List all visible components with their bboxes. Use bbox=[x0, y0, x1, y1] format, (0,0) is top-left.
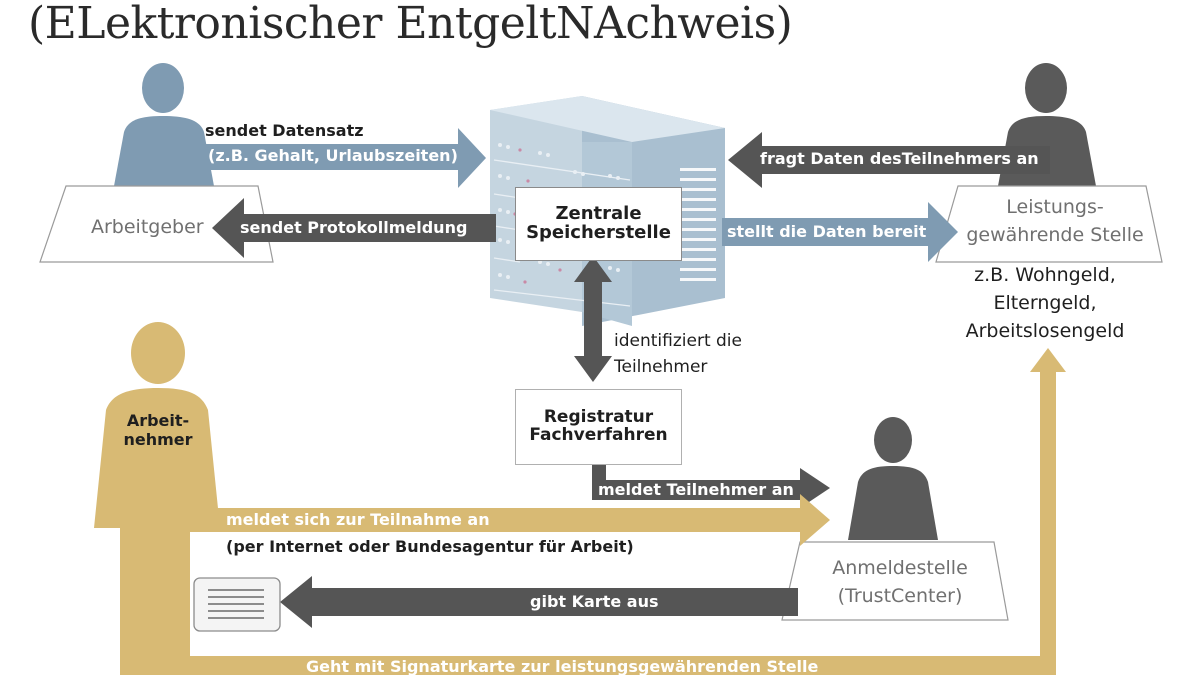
registry-node: Registratur Fachverfahren bbox=[515, 389, 682, 465]
employer-person-icon bbox=[114, 63, 214, 186]
identify-label-line2: Teilnehmer bbox=[614, 357, 708, 377]
send-dataset-arrow bbox=[206, 128, 486, 188]
send-dataset-label-line1: sendet Datensatz bbox=[205, 121, 364, 140]
central-storage-node: Zentrale Speicherstelle bbox=[515, 187, 682, 261]
benefit-example-line2: Elterngeld, bbox=[993, 292, 1097, 314]
provide-data-label: stellt die Daten bereit bbox=[727, 222, 927, 241]
registration-node bbox=[781, 541, 1009, 621]
diagram-title: (ELektronischer EntgeltNAchweis) bbox=[28, 0, 793, 49]
central-storage-label-line1: Zentrale bbox=[555, 203, 642, 225]
register-label-line2: (per Internet oder Bundesagentur für Arb… bbox=[226, 537, 634, 556]
central-storage-label-line2: Speicherstelle bbox=[526, 222, 671, 243]
register-label-line1: meldet sich zur Teilnahme an bbox=[226, 510, 490, 529]
employee-person-icon bbox=[94, 322, 220, 675]
report-participant-label: meldet Teilnehmer an bbox=[598, 480, 794, 499]
benefit-example-line1: z.B. Wohngeld, bbox=[974, 264, 1116, 286]
go-with-card-arrow-up bbox=[1030, 348, 1066, 675]
employer-label: Arbeitgeber bbox=[91, 216, 204, 238]
identify-arrow bbox=[574, 256, 612, 382]
report-participant-arrow bbox=[592, 464, 830, 508]
identify-label-line1: identifiziert die bbox=[614, 331, 742, 351]
registry-label-line2: Fachverfahren bbox=[529, 425, 668, 445]
query-data-arrow bbox=[728, 132, 1050, 188]
employee-label-line2: nehmer bbox=[123, 430, 193, 449]
registration-person-icon bbox=[848, 417, 938, 540]
signature-card-icon bbox=[193, 577, 281, 632]
employer-node bbox=[39, 185, 274, 263]
register-arrow bbox=[190, 494, 830, 546]
benefit-office-label-line2: gewährende Stelle bbox=[966, 224, 1144, 246]
provide-data-arrow bbox=[722, 202, 958, 262]
registry-label-line1: Registratur bbox=[543, 407, 654, 428]
benefit-office-label-line1: Leistungs- bbox=[1006, 196, 1104, 218]
send-dataset-label-line2: (z.B. Gehalt, Urlaubszeiten) bbox=[208, 146, 458, 165]
issue-card-label: gibt Karte aus bbox=[530, 592, 659, 611]
query-data-label: fragt Daten desTeilnehmers an bbox=[760, 149, 1039, 168]
send-protocol-label: sendet Protokollmeldung bbox=[240, 218, 468, 237]
go-with-card-label: Geht mit Signaturkarte zur leistungsgewä… bbox=[306, 657, 819, 675]
benefit-example-line3: Arbeitslosengeld bbox=[965, 320, 1125, 342]
employee-label-line1: Arbeit- bbox=[126, 411, 190, 430]
issue-card-arrow bbox=[280, 576, 798, 628]
go-with-card-band bbox=[120, 656, 1056, 675]
registration-label-line2: (TrustCenter) bbox=[837, 585, 963, 607]
send-protocol-arrow bbox=[212, 198, 496, 258]
registration-label-line1: Anmeldestelle bbox=[832, 557, 968, 579]
